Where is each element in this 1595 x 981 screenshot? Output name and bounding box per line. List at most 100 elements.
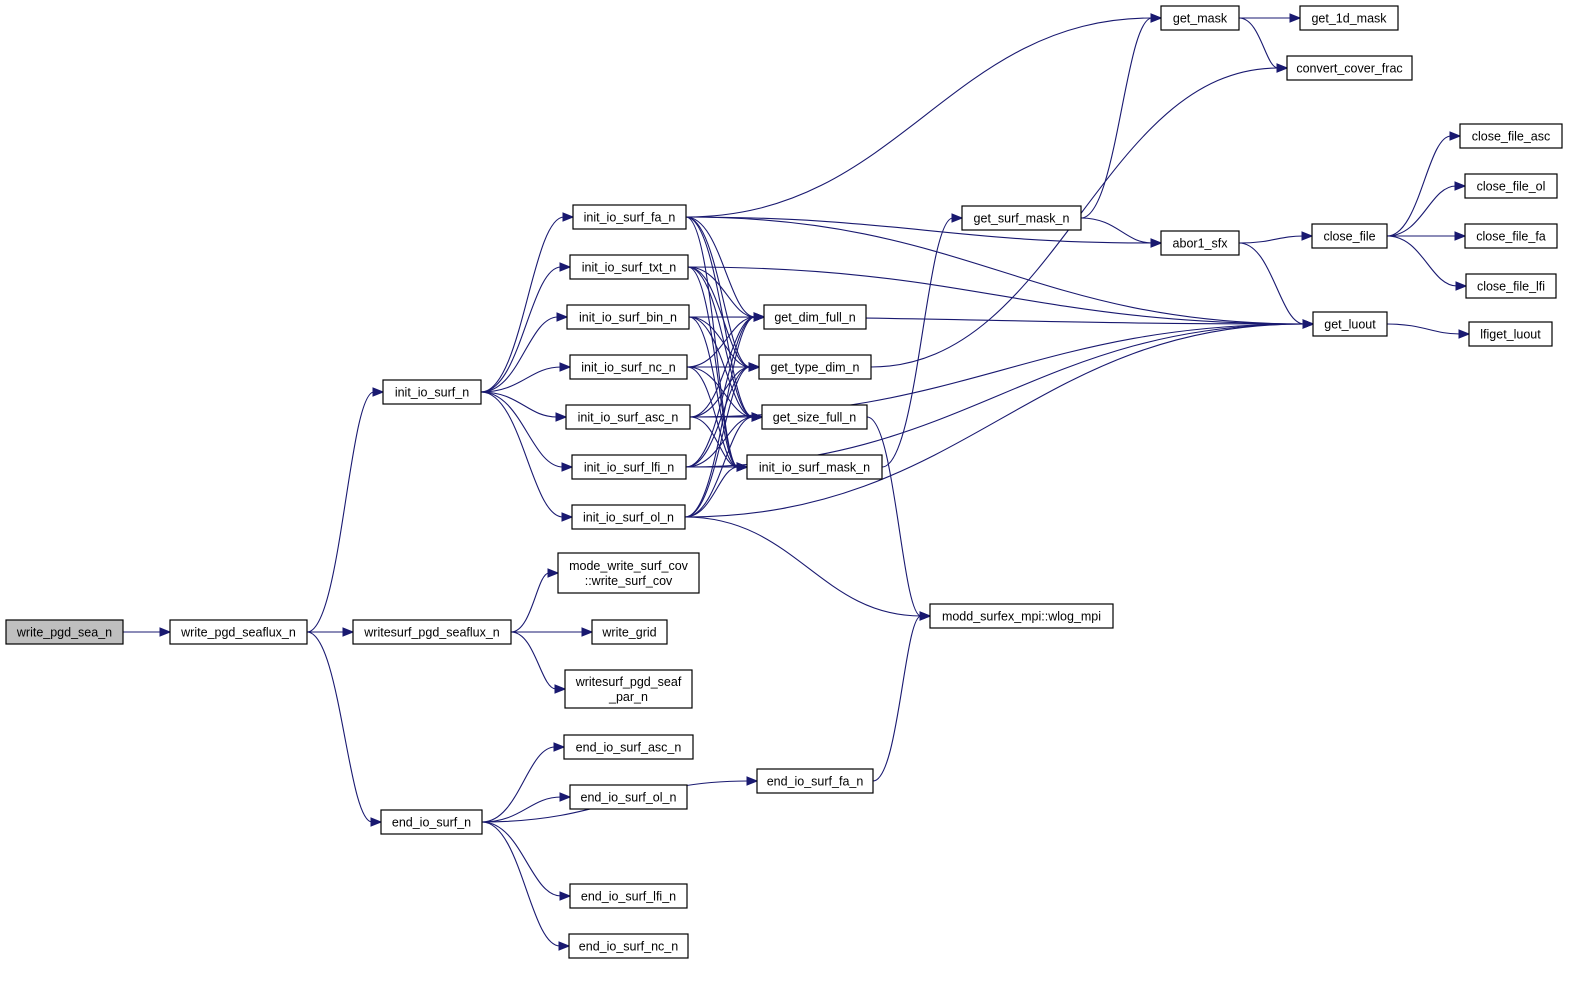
node-box <box>569 354 688 380</box>
edge-init-io-surf-ol-n-to-get-dim-full-n <box>684 312 766 518</box>
node-writesurf-pgd-seaf-par-n[interactable]: writesurf_pgd_seaf_par_n <box>564 669 693 709</box>
node-box <box>569 254 689 280</box>
node-label: convert_cover_frac <box>1296 62 1402 76</box>
arrowhead <box>1302 319 1315 329</box>
edge-get-surf-mask-n-to-abor1-sfx <box>1080 217 1163 248</box>
node-close-file-asc[interactable]: close_file_asc <box>1459 123 1563 149</box>
edge-end-io-surf-n-to-end-io-surf-ol-n <box>481 792 572 823</box>
arrowhead <box>561 512 574 522</box>
node-end-io-surf-n[interactable]: end_io_surf_n <box>380 809 483 835</box>
node-get-dim-full-n[interactable]: get_dim_full_n <box>763 304 867 330</box>
arrowhead <box>1455 281 1468 291</box>
edge-init-io-surf-ol-n-to-modd-surfex-mpi-wlog-mpi <box>684 516 932 621</box>
node-init-io-surf-bin-n[interactable]: init_io_surf_bin_n <box>566 304 690 330</box>
arrowhead <box>372 387 385 397</box>
node-convert-cover-frac[interactable]: convert_cover_frac <box>1286 55 1413 81</box>
node-end-io-surf-lfi-n[interactable]: end_io_surf_lfi_n <box>569 883 688 909</box>
node-box <box>1299 5 1399 31</box>
edge-init-io-surf-fa-n-to-abor1-sfx <box>685 216 1163 248</box>
node-init-io-surf-asc-n[interactable]: init_io_surf_asc_n <box>565 404 691 430</box>
edge-end-io-surf-n-to-end-io-surf-nc-n <box>481 821 571 951</box>
node-mode-write-surf-cov[interactable]: mode_write_surf_cov::write_surf_cov <box>557 552 700 594</box>
edge-close-file-to-close-file-fa <box>1387 231 1467 241</box>
node-lfiget-luout[interactable]: lfiget_luout <box>1468 321 1553 347</box>
arrowhead <box>919 611 932 621</box>
node-init-io-surf-ol-n[interactable]: init_io_surf_ol_n <box>571 504 686 530</box>
node-get-luout[interactable]: get_luout <box>1312 311 1388 337</box>
arrowhead <box>1301 231 1314 241</box>
arrowhead <box>559 362 572 372</box>
edge-end-io-surf-fa-n-to-modd-surfex-mpi-wlog-mpi <box>872 611 932 782</box>
edge-init-io-surf-txt-n-to-get-size-full-n <box>687 266 764 422</box>
node-init-io-surf-txt-n[interactable]: init_io_surf_txt_n <box>569 254 689 280</box>
node-box <box>169 619 308 645</box>
node-label: init_io_surf_ol_n <box>583 511 674 525</box>
node-close-file-ol[interactable]: close_file_ol <box>1464 173 1558 199</box>
edge-get-luout-to-lfiget-luout <box>1386 323 1471 339</box>
node-init-io-surf-n[interactable]: init_io_surf_n <box>382 379 482 405</box>
edge-write-pgd-seaflux-n-to-init-io-surf-n <box>306 387 385 633</box>
node-close-file-lfi[interactable]: close_file_lfi <box>1465 273 1557 299</box>
arrowhead <box>555 412 568 422</box>
node-label: end_io_surf_ol_n <box>581 791 677 805</box>
node-init-io-surf-nc-n[interactable]: init_io_surf_nc_n <box>569 354 688 380</box>
edge-close-file-to-close-file-lfi <box>1386 235 1468 291</box>
node-writesurf-pgd-seaflux-n[interactable]: writesurf_pgd_seaflux_n <box>352 619 512 645</box>
node-box <box>929 603 1114 629</box>
node-modd-surfex-mpi-wlog-mpi[interactable]: modd_surfex_mpi::wlog_mpi <box>929 603 1114 629</box>
edge-init-io-surf-n-to-init-io-surf-lfi-n <box>480 391 574 472</box>
node-abor1-sfx[interactable]: abor1_sfx <box>1160 230 1240 256</box>
node-label: end_io_surf_fa_n <box>767 775 864 789</box>
node-end-io-surf-ol-n[interactable]: end_io_surf_ol_n <box>569 784 688 810</box>
node-label: close_file_lfi <box>1477 280 1545 294</box>
node-box <box>571 454 687 480</box>
edges-layer <box>122 13 1471 951</box>
node-label: writesurf_pgd_seaflux_n <box>363 626 500 640</box>
edge-init-io-surf-n-to-init-io-surf-bin-n <box>480 312 569 393</box>
node-get-size-full-n[interactable]: get_size_full_n <box>761 404 868 430</box>
edge-init-io-surf-n-to-init-io-surf-nc-n <box>480 362 572 393</box>
node-label: init_io_surf_txt_n <box>582 261 677 275</box>
node-end-io-surf-nc-n[interactable]: end_io_surf_nc_n <box>568 933 689 959</box>
node-label: write_grid <box>601 626 656 640</box>
node-label: init_io_surf_asc_n <box>578 411 679 425</box>
node-box <box>1311 223 1388 249</box>
node-write-pgd-seaflux-n[interactable]: write_pgd_seaflux_n <box>169 619 308 645</box>
node-label: end_io_surf_n <box>392 816 471 830</box>
node-label: ::write_surf_cov <box>585 574 673 588</box>
node-box <box>571 504 686 530</box>
arrowhead <box>556 312 569 322</box>
node-label: lfiget_luout <box>1480 328 1541 342</box>
node-label: get_luout <box>1324 318 1376 332</box>
node-end-io-surf-asc-n[interactable]: end_io_surf_asc_n <box>563 734 694 760</box>
node-write-grid[interactable]: write_grid <box>591 619 668 645</box>
edge-get-mask-to-convert-cover-frac <box>1238 17 1289 73</box>
node-write-pgd-sea-n[interactable]: write_pgd_sea_n <box>5 619 124 645</box>
node-box <box>1160 5 1240 31</box>
arrowhead <box>751 412 764 422</box>
node-close-file-fa[interactable]: close_file_fa <box>1464 223 1558 249</box>
node-end-io-surf-fa-n[interactable]: end_io_surf_fa_n <box>756 768 874 794</box>
node-get-type-dim-n[interactable]: get_type_dim_n <box>758 354 872 380</box>
node-init-io-surf-lfi-n[interactable]: init_io_surf_lfi_n <box>571 454 687 480</box>
node-label: write_pgd_sea_n <box>16 626 112 640</box>
node-label: get_type_dim_n <box>771 361 860 375</box>
edge-get-mask-to-get-1d-mask <box>1239 13 1302 23</box>
arrowhead <box>159 627 172 637</box>
node-box <box>1160 230 1240 256</box>
node-init-io-surf-fa-n[interactable]: init_io_surf_fa_n <box>572 204 687 230</box>
node-get-1d-mask[interactable]: get_1d_mask <box>1299 5 1399 31</box>
arrowhead <box>753 312 766 322</box>
node-close-file[interactable]: close_file <box>1311 223 1388 249</box>
node-get-surf-mask-n[interactable]: get_surf_mask_n <box>961 205 1082 231</box>
node-label: modd_surfex_mpi::wlog_mpi <box>942 610 1101 624</box>
node-label: writesurf_pgd_seaf <box>575 675 682 689</box>
edge-end-io-surf-n-to-end-io-surf-asc-n <box>481 742 566 823</box>
arrowhead <box>561 462 574 472</box>
node-label: end_io_surf_nc_n <box>579 940 678 954</box>
node-get-mask[interactable]: get_mask <box>1160 5 1240 31</box>
arrowhead <box>748 362 761 372</box>
arrowhead <box>1454 231 1467 241</box>
arrowhead <box>553 742 566 752</box>
node-init-io-surf-mask-n[interactable]: init_io_surf_mask_n <box>746 454 883 480</box>
